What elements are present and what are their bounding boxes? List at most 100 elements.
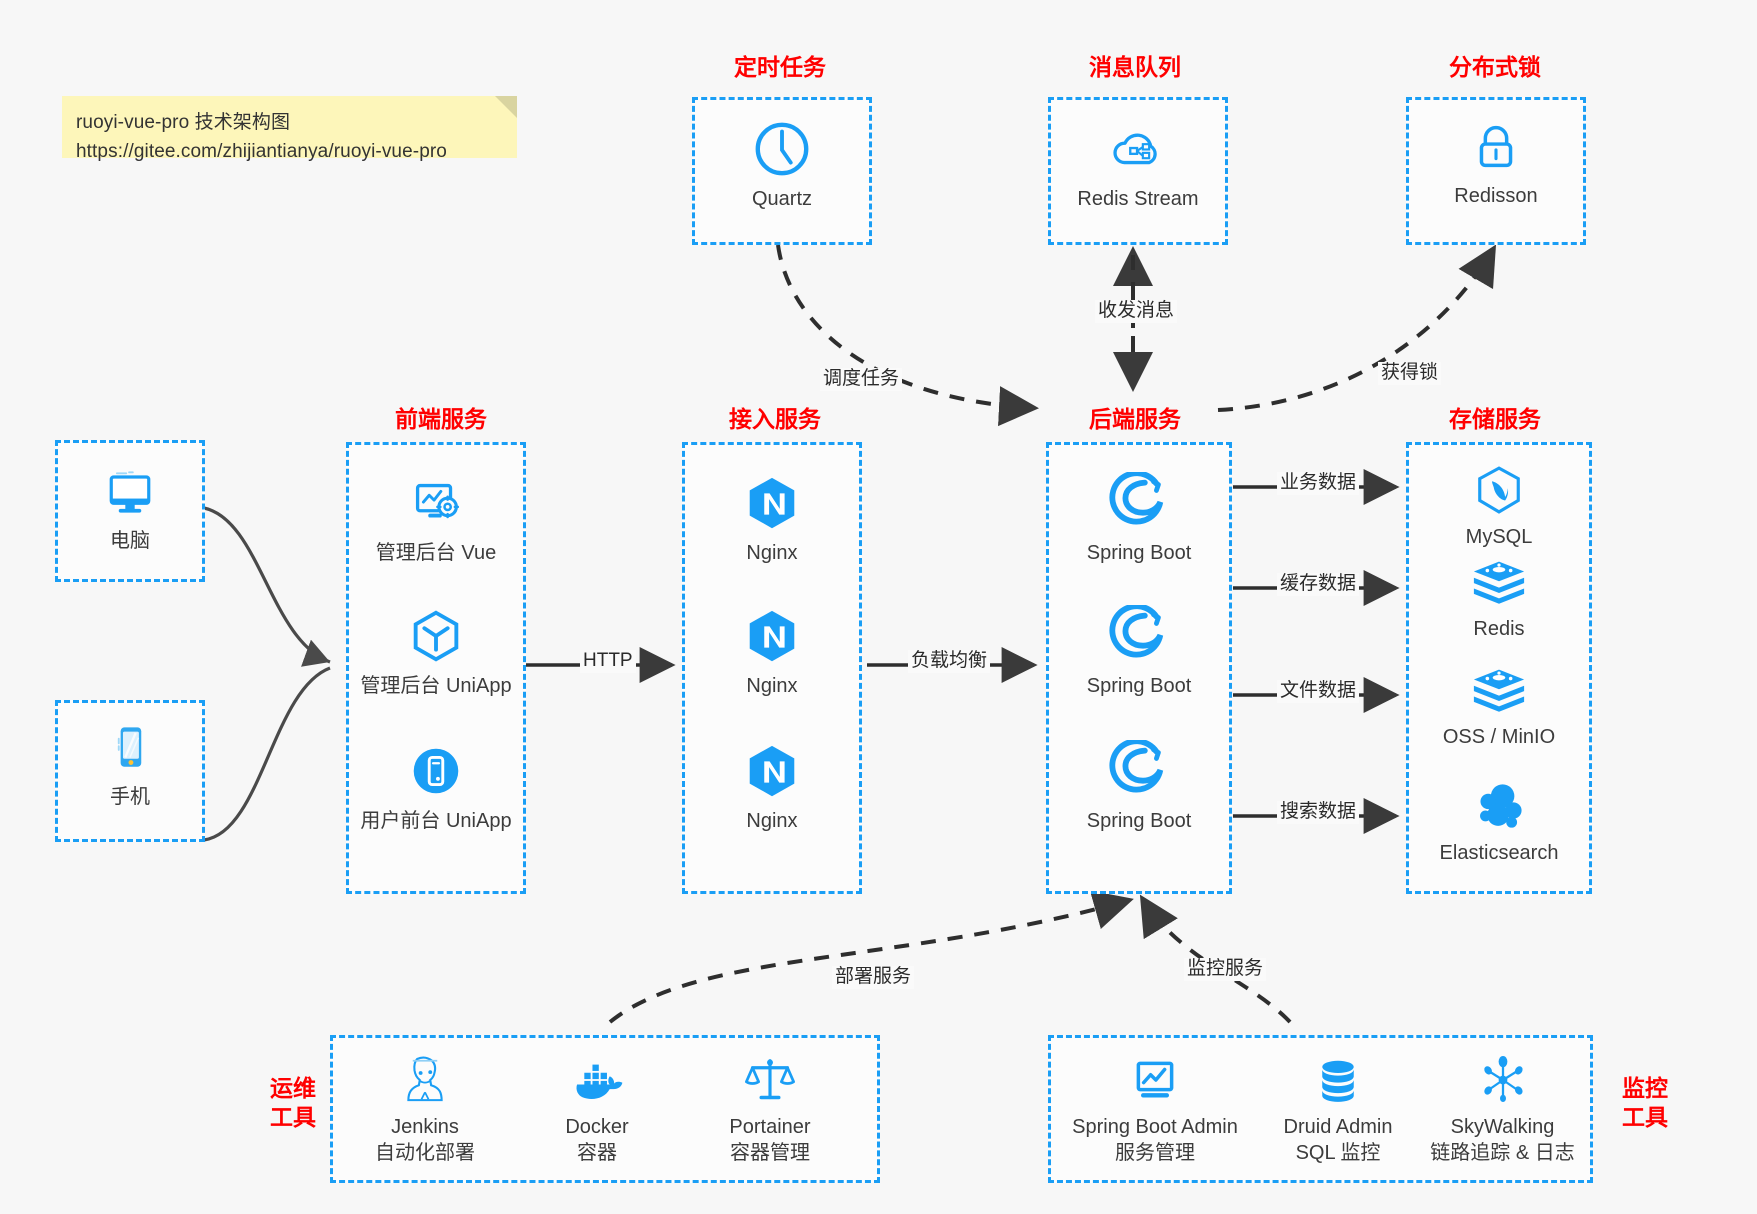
node-quartz[interactable]: Quartz bbox=[692, 118, 872, 212]
edge-label-monitor-service: 监控服务 bbox=[1184, 958, 1267, 981]
note-fold-corner bbox=[495, 96, 517, 118]
edge-label-acquire-lock: 获得锁 bbox=[1378, 362, 1442, 385]
edge-label-search-data: 搜索数据 bbox=[1277, 801, 1360, 824]
spring-leaf-icon bbox=[1109, 472, 1164, 525]
edge-label-file-data: 文件数据 bbox=[1277, 680, 1360, 703]
node-mysql[interactable]: MySQL bbox=[1406, 462, 1592, 550]
mobile-phone-icon bbox=[117, 727, 142, 767]
monitor-title-line2: 工具 bbox=[1622, 1103, 1668, 1130]
node-label: 管理后台 UniApp bbox=[360, 675, 512, 697]
skywalking-node-icon bbox=[1483, 1055, 1523, 1103]
node-druid-admin[interactable]: Druid Admin SQL 监控 bbox=[1258, 1052, 1418, 1166]
node-label: 管理后台 Vue bbox=[375, 542, 497, 564]
hexagon-cube-icon bbox=[413, 610, 459, 662]
devops-tools-box bbox=[330, 1035, 880, 1183]
edge-label-deploy-service: 部署服务 bbox=[832, 966, 915, 989]
node-admin-uniapp[interactable]: 管理后台 UniApp bbox=[346, 605, 526, 699]
nginx-icon bbox=[749, 745, 795, 797]
docker-whale-icon bbox=[576, 1064, 623, 1099]
node-sublabel: 容器管理 bbox=[730, 1142, 810, 1164]
node-label: Elasticsearch bbox=[1439, 842, 1559, 864]
monitor-title-line1: 监控 bbox=[1622, 1075, 1668, 1101]
edge-label-schedule-task: 调度任务 bbox=[820, 368, 903, 391]
node-label: SkyWalking bbox=[1450, 1116, 1555, 1138]
edge-label-send-receive-message: 收发消息 bbox=[1095, 300, 1178, 323]
node-redis[interactable]: Redis bbox=[1406, 558, 1592, 642]
group-title-access-service: 接入服务 bbox=[729, 406, 821, 432]
devops-title-line2: 工具 bbox=[270, 1103, 316, 1130]
node-sublabel: 自动化部署 bbox=[375, 1142, 475, 1164]
node-spring-boot-admin[interactable]: Spring Boot Admin 服务管理 bbox=[1060, 1052, 1250, 1166]
node-label: Portainer bbox=[729, 1116, 811, 1138]
spring-leaf-icon bbox=[1109, 605, 1164, 658]
node-label: Spring Boot bbox=[1086, 810, 1192, 832]
edge-label-load-balance: 负载均衡 bbox=[908, 650, 991, 673]
node-label: Nginx bbox=[746, 675, 798, 697]
node-portainer[interactable]: Portainer 容器管理 bbox=[690, 1052, 850, 1166]
backend-service-box bbox=[1046, 442, 1232, 894]
node-sublabel: 服务管理 bbox=[1115, 1142, 1195, 1164]
group-title-devops-tools: 运维 工具 bbox=[258, 1074, 328, 1132]
lock-icon bbox=[1479, 125, 1513, 168]
diagram-note: ruoyi-vue-pro 技术架构图 https://gitee.com/zh… bbox=[62, 96, 517, 162]
node-sublabel: 容器 bbox=[577, 1142, 617, 1164]
edge-label-http: HTTP bbox=[580, 650, 636, 673]
node-jenkins[interactable]: Jenkins 自动化部署 bbox=[345, 1052, 505, 1166]
node-nginx-1[interactable]: Nginx bbox=[682, 472, 862, 566]
database-icon bbox=[1322, 1060, 1354, 1102]
node-spring-boot-3[interactable]: Spring Boot bbox=[1046, 740, 1232, 834]
node-skywalking[interactable]: SkyWalking 链路追踪 & 日志 bbox=[1415, 1052, 1590, 1166]
node-elasticsearch[interactable]: Elasticsearch bbox=[1406, 778, 1592, 866]
nginx-icon bbox=[749, 477, 795, 529]
group-title-distributed-lock: 分布式锁 bbox=[1449, 54, 1541, 80]
edge-label-cache-data: 缓存数据 bbox=[1277, 573, 1360, 596]
node-docker[interactable]: Docker 容器 bbox=[517, 1052, 677, 1166]
nginx-icon bbox=[749, 610, 795, 662]
mysql-dolphin-icon bbox=[1478, 466, 1520, 514]
node-computer[interactable]: 电脑 bbox=[55, 462, 205, 554]
node-label: Nginx bbox=[746, 810, 798, 832]
node-user-uniapp[interactable]: 用户前台 UniApp bbox=[346, 740, 526, 834]
jenkins-butler-icon bbox=[407, 1056, 443, 1102]
node-redis-stream[interactable]: Redis Stream bbox=[1048, 118, 1228, 212]
node-label: OSS / MinIO bbox=[1442, 726, 1556, 748]
desktop-monitor-icon bbox=[109, 471, 151, 513]
cloud-stream-icon bbox=[1113, 133, 1157, 165]
monitor-chart-icon bbox=[1136, 1061, 1174, 1098]
edge-label-business-data: 业务数据 bbox=[1277, 472, 1360, 495]
node-spring-boot-2[interactable]: Spring Boot bbox=[1046, 605, 1232, 699]
clock-icon bbox=[755, 122, 809, 176]
devops-title-line1: 运维 bbox=[270, 1075, 316, 1101]
dashboard-gear-icon bbox=[415, 483, 460, 519]
node-admin-vue[interactable]: 管理后台 Vue bbox=[346, 472, 526, 566]
node-label: 手机 bbox=[110, 786, 150, 808]
node-phone[interactable]: 手机 bbox=[55, 718, 205, 810]
distributed-lock-box bbox=[1406, 97, 1586, 245]
node-label: Docker bbox=[565, 1116, 629, 1138]
node-nginx-3[interactable]: Nginx bbox=[682, 740, 862, 834]
node-label: Spring Boot bbox=[1086, 675, 1192, 697]
node-label: Redis bbox=[1473, 618, 1525, 640]
group-title-backend-service: 后端服务 bbox=[1089, 406, 1181, 432]
node-oss-minio[interactable]: OSS / MinIO bbox=[1406, 666, 1592, 750]
node-sublabel: 链路追踪 & 日志 bbox=[1430, 1142, 1575, 1164]
scheduled-task-box bbox=[692, 97, 872, 245]
node-label: Quartz bbox=[751, 188, 813, 210]
node-nginx-2[interactable]: Nginx bbox=[682, 605, 862, 699]
node-label: MySQL bbox=[1465, 526, 1533, 548]
node-label: Redis Stream bbox=[1077, 188, 1199, 210]
redis-stack-icon bbox=[1473, 561, 1525, 604]
node-label: Druid Admin bbox=[1283, 1116, 1393, 1138]
elasticsearch-icon bbox=[1480, 784, 1522, 828]
node-label: Spring Boot bbox=[1086, 542, 1192, 564]
node-spring-boot-1[interactable]: Spring Boot bbox=[1046, 472, 1232, 566]
note-url: https://gitee.com/zhijiantianya/ruoyi-vu… bbox=[76, 141, 447, 163]
redis-stack-icon bbox=[1473, 669, 1525, 712]
node-redisson[interactable]: Redisson bbox=[1406, 115, 1586, 209]
client-phone-box bbox=[55, 700, 205, 842]
group-title-message-queue: 消息队列 bbox=[1089, 54, 1181, 80]
node-sublabel: SQL 监控 bbox=[1295, 1142, 1381, 1164]
node-label: Nginx bbox=[746, 542, 798, 564]
node-label: 用户前台 UniApp bbox=[360, 810, 512, 832]
group-title-storage-service: 存储服务 bbox=[1449, 406, 1541, 432]
